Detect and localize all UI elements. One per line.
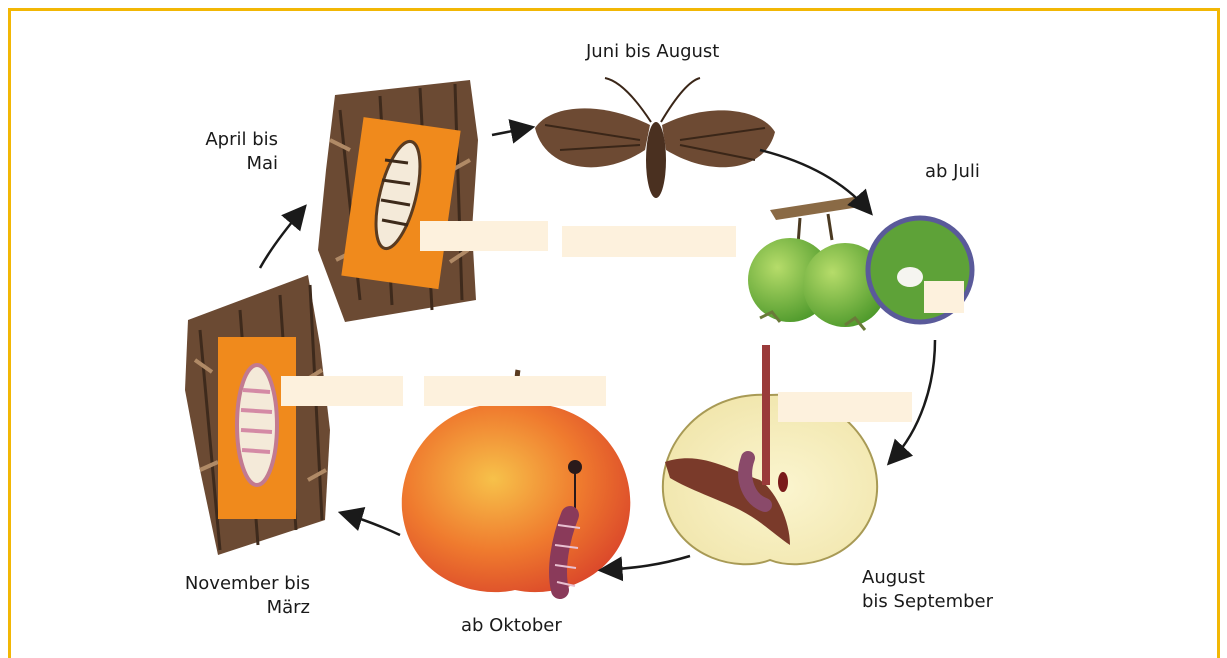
label-egg-period: ab Juli <box>925 160 980 184</box>
answer-blank-moth[interactable] <box>562 226 736 257</box>
answer-blank-pupa[interactable] <box>420 221 548 251</box>
pupa-bark-illustration <box>318 80 478 322</box>
label-larva-fruit-line2: bis September <box>862 590 993 614</box>
label-larva-leaving-period: ab Oktober <box>461 614 562 638</box>
answer-blank-larva-fruit[interactable] <box>778 392 912 422</box>
label-hibernation-line1: November bis <box>178 572 310 596</box>
arrow-fruit-to-leaving <box>605 556 690 570</box>
answer-blank-hibernation-2[interactable] <box>424 376 606 406</box>
cut-apple-illustration <box>663 345 877 564</box>
answer-blank-hibernation-1[interactable] <box>281 376 403 406</box>
label-larva-fruit-period: August bis September <box>862 566 993 614</box>
label-moth-period: Juni bis August <box>586 40 719 64</box>
hibernation-bark-illustration <box>185 275 330 555</box>
label-pupa-line2: Mai <box>180 152 278 176</box>
arrow-hibernation-to-pupa <box>260 210 302 268</box>
label-hibernation-line2: März <box>178 596 310 620</box>
label-pupa-line1: April bis <box>180 128 278 152</box>
label-pupa-period: April bis Mai <box>180 128 278 176</box>
label-larva-fruit-line1: August <box>862 566 993 590</box>
answer-blank-egg[interactable] <box>924 281 964 313</box>
arrow-leaving-to-hibernation <box>345 514 400 535</box>
label-hibernation-period: November bis März <box>178 572 310 620</box>
moth-illustration <box>535 78 775 198</box>
arrow-pupa-to-moth <box>492 128 528 135</box>
